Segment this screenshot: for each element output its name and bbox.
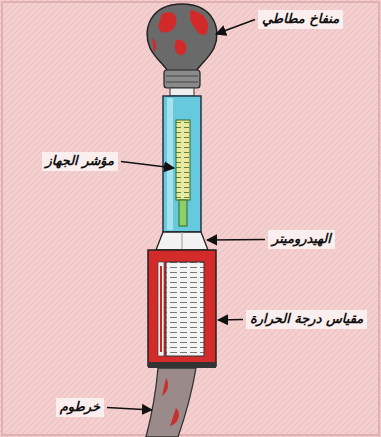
part-label: الهيدروميتر xyxy=(268,230,335,249)
hose xyxy=(146,368,196,437)
leader-arrow xyxy=(216,19,255,34)
float-indicator xyxy=(176,120,190,200)
thermometer-housing xyxy=(148,250,216,368)
part-label: خرطوم xyxy=(56,398,104,417)
leader-arrow xyxy=(207,239,265,241)
rubber-bulb xyxy=(147,4,217,96)
part-label: مقياس درجة الحرارة xyxy=(246,310,367,329)
hydrometer-collar xyxy=(156,232,208,250)
leader-arrow xyxy=(107,407,152,410)
leader-arrow xyxy=(218,319,243,321)
part-label: مؤشر الجهاز xyxy=(42,152,118,171)
glass-tube xyxy=(163,96,201,232)
part-label: منفاخ مطاطي xyxy=(258,10,343,29)
leader-arrow xyxy=(121,161,174,168)
